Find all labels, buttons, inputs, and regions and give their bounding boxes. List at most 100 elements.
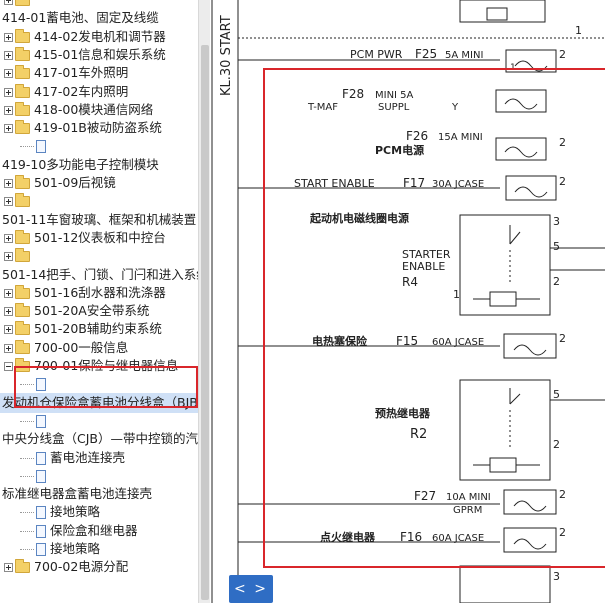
f15-label: F15 bbox=[396, 334, 418, 348]
scrollbar-thumb[interactable] bbox=[201, 45, 209, 600]
expand-icon[interactable] bbox=[4, 252, 13, 262]
tree-item-label: 501-20B辅助约束系统 bbox=[34, 321, 162, 337]
tree-item[interactable]: 501-11车窗玻璃、框架和机械装置 bbox=[0, 210, 196, 230]
tree-item[interactable]: 501-16刮水器和洗涤器 bbox=[0, 283, 166, 303]
f16-fuse bbox=[503, 527, 557, 553]
tree-item-label: 中央分线盒（CJB）—带中控锁的汽车 bbox=[2, 431, 198, 447]
f15-fuse bbox=[503, 333, 557, 359]
tree-item[interactable]: 标准继电器盒蓄电池连接壳 bbox=[0, 484, 152, 504]
tree-item[interactable] bbox=[0, 191, 34, 211]
tree-item-label: 417-02车内照明 bbox=[34, 83, 129, 99]
tree-item[interactable]: 中央分线盒（CJB）—带中控锁的汽车 bbox=[0, 429, 198, 449]
collapse-icon[interactable] bbox=[4, 362, 13, 371]
folder-icon bbox=[15, 193, 30, 208]
expand-icon[interactable] bbox=[4, 343, 13, 353]
tree-item-label: 501-09后视镜 bbox=[34, 175, 116, 190]
f16-label: F16 bbox=[400, 530, 422, 544]
expand-icon[interactable] bbox=[4, 288, 13, 298]
svg-text:30A JCASE: 30A JCASE bbox=[432, 179, 484, 190]
tree-item[interactable]: 417-02车内照明 bbox=[0, 82, 128, 102]
tree-item-label: 501-11车窗玻璃、框架和机械装置 bbox=[2, 211, 197, 227]
tree-item[interactable] bbox=[0, 0, 34, 10]
svg-text:MINI 5A: MINI 5A bbox=[375, 90, 414, 101]
tree-item[interactable]: 415-01信息和娱乐系统 bbox=[0, 45, 166, 65]
tree-item[interactable]: 501-09后视镜 bbox=[0, 173, 116, 193]
tree-item-label: 414-02发电机和调节器 bbox=[34, 28, 166, 44]
tree-item[interactable] bbox=[0, 411, 50, 431]
tree-item[interactable]: 414-01蓄电池、固定及线缆 bbox=[0, 8, 159, 28]
svg-text:2: 2 bbox=[559, 175, 566, 188]
tree-item[interactable]: 接地策略 bbox=[0, 539, 100, 559]
tree-item[interactable] bbox=[0, 136, 50, 156]
tree-item[interactable] bbox=[0, 466, 50, 486]
tree-item-label: 接地策略 bbox=[50, 504, 101, 520]
tree-item[interactable]: 501-20A安全带系统 bbox=[0, 301, 149, 321]
diagram-highlight-frame bbox=[263, 68, 605, 568]
pcm-pwr-label: PCM PWR bbox=[350, 48, 403, 61]
svg-text:3: 3 bbox=[553, 570, 560, 583]
expand-icon[interactable] bbox=[4, 50, 13, 60]
document-icon bbox=[36, 524, 46, 538]
tree-item-label: 标准继电器盒蓄电池连接壳 bbox=[2, 486, 153, 502]
tree-item[interactable]: 蓄电池连接壳 bbox=[0, 448, 125, 468]
tree-item[interactable]: 501-20B辅助约束系统 bbox=[0, 319, 162, 339]
expand-icon[interactable] bbox=[4, 0, 13, 5]
tree-item-label: 501-12仪表板和中控台 bbox=[34, 229, 166, 245]
tree-item-label: 发动机仓保险盒蓄电池分线盒（BJB） bbox=[2, 394, 198, 410]
expand-icon[interactable] bbox=[4, 32, 13, 42]
f26-label: F26 bbox=[406, 129, 428, 143]
expand-icon[interactable] bbox=[4, 124, 13, 134]
f28-fuse bbox=[495, 89, 547, 113]
tree-item[interactable]: 700-00一般信息 bbox=[0, 338, 128, 358]
tree-item[interactable] bbox=[0, 246, 34, 266]
tree-item[interactable]: 419-01B被动防盗系统 bbox=[0, 118, 162, 138]
folder-icon bbox=[15, 284, 30, 299]
tree-item[interactable]: 接地策略 bbox=[0, 502, 100, 522]
expand-icon[interactable] bbox=[4, 179, 13, 188]
tree-item[interactable]: 501-12仪表板和中控台 bbox=[0, 228, 166, 248]
f17-label: F17 bbox=[403, 176, 425, 190]
f27-label: F27 bbox=[414, 489, 436, 503]
f28-label: F28 bbox=[342, 87, 364, 101]
expand-icon[interactable] bbox=[4, 69, 13, 79]
tree-item[interactable]: 417-01车外照明 bbox=[0, 63, 128, 83]
f17-fuse bbox=[505, 175, 557, 201]
document-icon bbox=[36, 543, 46, 556]
expand-icon[interactable] bbox=[4, 87, 13, 97]
tree-connector bbox=[20, 530, 34, 532]
tree-item[interactable]: 414-02发电机和调节器 bbox=[0, 27, 166, 47]
expand-icon[interactable] bbox=[4, 307, 13, 317]
tree-item[interactable]: 418-00模块通信网络 bbox=[0, 100, 153, 120]
tree-connector bbox=[20, 512, 34, 514]
svg-text:2: 2 bbox=[559, 332, 566, 345]
tree-item-label: 417-01车外照明 bbox=[34, 65, 129, 81]
folder-icon bbox=[15, 83, 30, 98]
svg-text:5: 5 bbox=[553, 240, 560, 253]
tree-connector bbox=[20, 457, 34, 459]
expand-icon[interactable] bbox=[4, 197, 13, 207]
prev-next-buttons[interactable]: < > bbox=[229, 575, 273, 603]
tree-item-label: 501-16刮水器和洗涤器 bbox=[34, 284, 166, 300]
tree-scrollbar[interactable] bbox=[198, 0, 211, 603]
expand-icon[interactable] bbox=[4, 563, 13, 573]
tree-item[interactable]: 700-02电源分配 bbox=[0, 557, 128, 577]
svg-text:T-MAF: T-MAF bbox=[307, 102, 338, 113]
folder-icon bbox=[15, 0, 30, 6]
tree-item[interactable]: 419-10多功能电子控制模块 bbox=[0, 155, 159, 175]
svg-text:2: 2 bbox=[559, 48, 566, 61]
tree-item-label: 414-01蓄电池、固定及线缆 bbox=[2, 10, 159, 26]
svg-text:1: 1 bbox=[575, 24, 582, 37]
folder-icon bbox=[15, 559, 30, 574]
tree-item[interactable]: 保险盒和继电器 bbox=[0, 521, 138, 541]
svg-text:2: 2 bbox=[553, 438, 560, 451]
svg-text:GPRM: GPRM bbox=[453, 505, 482, 516]
expand-icon[interactable] bbox=[4, 325, 13, 335]
tree-item-label: 700-00一般信息 bbox=[34, 339, 129, 355]
expand-icon[interactable] bbox=[4, 233, 13, 243]
svg-text:2: 2 bbox=[559, 488, 566, 501]
expand-icon[interactable] bbox=[4, 105, 13, 115]
tree-item[interactable] bbox=[0, 374, 50, 394]
f27-fuse bbox=[503, 489, 557, 515]
tree-item[interactable]: 501-14把手、门锁、门闩和进入系统 bbox=[0, 265, 198, 285]
selected-folder-highlight bbox=[14, 366, 198, 408]
